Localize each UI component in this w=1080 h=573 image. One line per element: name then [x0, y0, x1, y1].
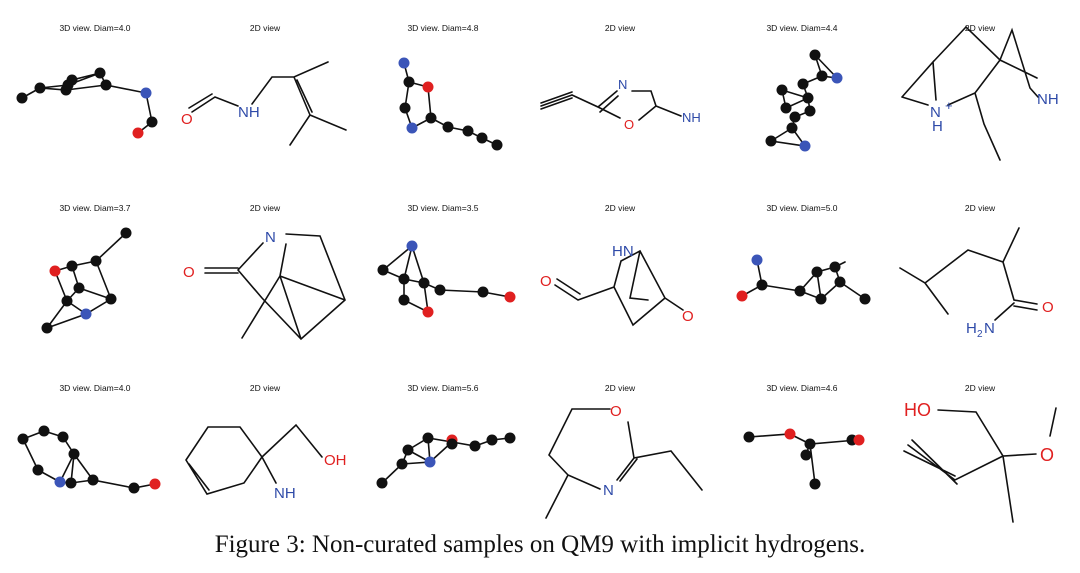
molecule-3d-view: [17, 425, 161, 494]
atom-label: O: [1040, 445, 1054, 465]
molecule-3d-view: [376, 432, 516, 489]
atom-label: O: [610, 403, 622, 420]
molecule-2d-view: O NH: [181, 61, 347, 146]
panel-title: 3D view. Diam=5.6: [407, 383, 478, 393]
molecule-3d-view: [736, 254, 871, 305]
atom-label: N: [930, 104, 941, 121]
atom-label: O: [1042, 299, 1054, 316]
molecule-2d-view: N O NH: [540, 77, 701, 132]
atom-label: N: [618, 77, 627, 92]
atom-label: 2: [977, 329, 983, 340]
panel-title: 2D view: [250, 383, 281, 393]
atom-label: O: [540, 273, 552, 290]
atom-label: O: [181, 111, 193, 128]
molecule-2d-view: O N: [183, 229, 346, 341]
panel-title: 3D view. Diam=4.8: [407, 23, 478, 33]
panel-title: 3D view. Diam=3.7: [59, 203, 130, 213]
panel-title: 2D view: [605, 23, 636, 33]
atom-label: H: [932, 118, 943, 135]
panel-title: 3D view. Diam=4.4: [766, 23, 837, 33]
panel-titles: 3D view. Diam=4.0 2D view 3D view. Diam=…: [59, 23, 996, 393]
molecule-3d-view: [398, 57, 503, 151]
panel-title: 2D view: [250, 23, 281, 33]
atom-label: N: [265, 229, 276, 246]
atom-label: O: [682, 308, 694, 325]
molecule-3d-view: [743, 428, 865, 490]
atom-label: N: [984, 320, 995, 337]
atom-label: NH: [238, 104, 260, 121]
panel-title: 3D view. Diam=5.0: [766, 203, 837, 213]
atom-label: O: [183, 264, 195, 281]
molecule-2d-view: H 2 N O: [899, 227, 1054, 340]
molecule-3d-view: [377, 240, 516, 318]
atom-label: +: [945, 98, 953, 113]
panel-title: 3D view. Diam=4.0: [59, 383, 130, 393]
molecule-3d-view: [41, 227, 132, 334]
molecule-2d-view: HO O: [903, 400, 1057, 523]
panel-title: 3D view. Diam=4.0: [59, 23, 130, 33]
figure-panels: 3D view. Diam=4.0 2D view 3D view. Diam=…: [16, 23, 1059, 523]
panel-title: 2D view: [965, 23, 996, 33]
atom-label: HN: [612, 243, 634, 260]
atom-label: NH: [274, 485, 296, 502]
atom-label: NH: [1037, 91, 1059, 108]
atom-label: O: [624, 117, 634, 132]
figure-caption: Figure 3: Non-curated samples on QM9 wit…: [214, 531, 866, 558]
panel-title: 2D view: [605, 203, 636, 213]
panel-title: 2D view: [605, 383, 636, 393]
atom-label: NH: [682, 110, 701, 125]
molecule-2d-view: O N: [545, 403, 703, 519]
atom-label: H: [966, 320, 977, 337]
molecule-3d-view: [765, 49, 843, 152]
panel-title: 2D view: [250, 203, 281, 213]
panel-title: 2D view: [965, 203, 996, 213]
atom-label: OH: [324, 452, 347, 469]
molecule-2d-view: O HN O: [540, 243, 694, 327]
molecule-2d-view: OH NH: [185, 423, 347, 502]
panel-title: 3D view. Diam=4.6: [766, 383, 837, 393]
panel-title: 3D view. Diam=3.5: [407, 203, 478, 213]
atom-label: HO: [904, 400, 931, 420]
molecule-2d-view: N + H NH: [901, 25, 1059, 161]
panel-title: 2D view: [965, 383, 996, 393]
atom-label: N: [603, 482, 614, 499]
molecule-3d-view: [16, 67, 158, 139]
